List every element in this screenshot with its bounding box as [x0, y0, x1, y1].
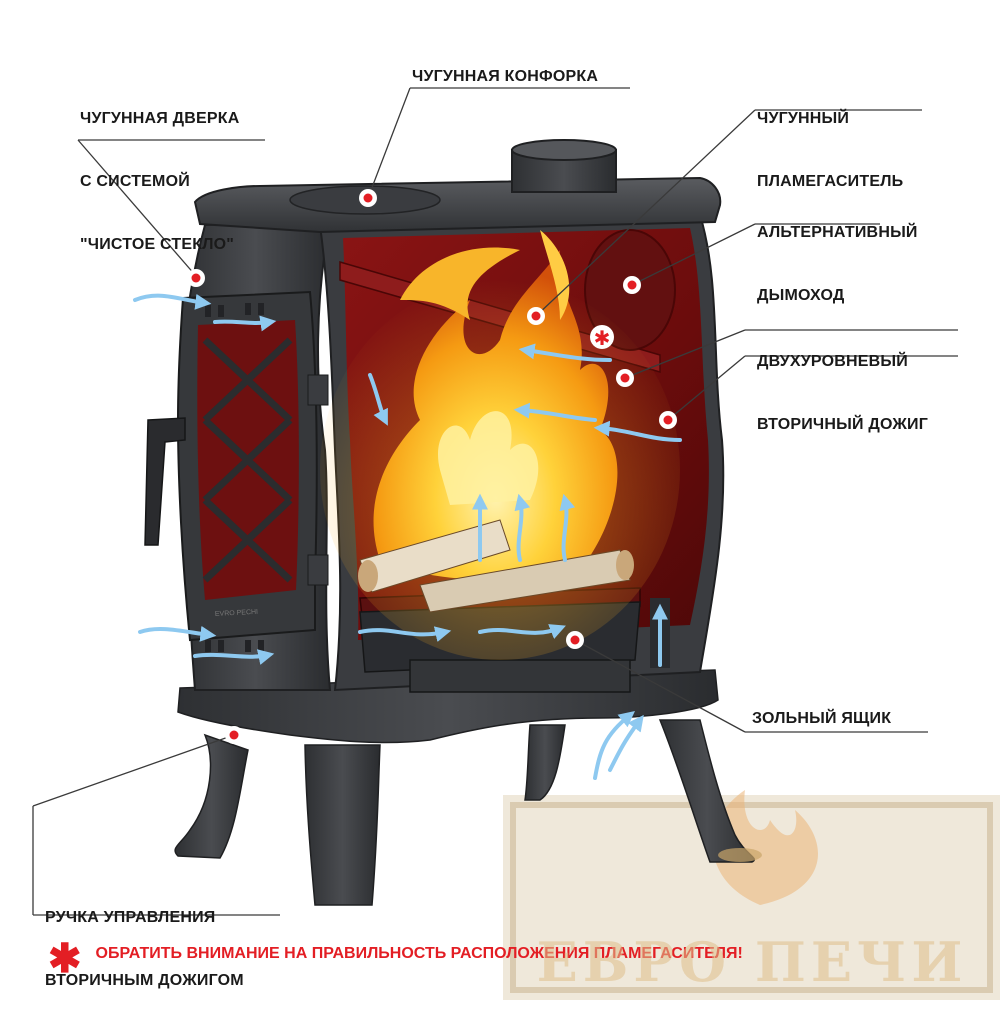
- label-flame-arrestor-line-2: ПЛАМЕГАСИТЕЛЬ: [757, 173, 904, 190]
- label-alt-chimney-line-1: АЛЬТЕРНАТИВНЫЙ: [757, 224, 918, 241]
- label-control-handle: РУЧКА УПРАВЛЕНИЯ ВТОРИЧНЫМ ДОЖИГОМ: [45, 865, 244, 1012]
- attention-note: ✱ ОБРАТИТЬ ВНИМАНИЕ НА ПРАВИЛЬНОСТЬ РАСПО…: [48, 936, 743, 982]
- attention-star-icon: ✱: [48, 937, 82, 981]
- firewood-logs: [358, 519, 634, 613]
- leader-lines: [32, 87, 958, 916]
- label-control-handle-line-2: ВТОРИЧНЫМ ДОЖИГОМ: [45, 972, 244, 989]
- label-door-line-2: С СИСТЕМОЙ: [80, 173, 190, 190]
- label-ash-box: ЗОЛЬНЫЙ ЯЩИК: [752, 710, 892, 727]
- marker-flame-arrestor: [527, 307, 545, 325]
- label-flame-arrestor: ЧУГУННЫЙ ПЛАМЕГАСИТЕЛЬ: [757, 66, 903, 213]
- callout-markers: ✱: [187, 189, 677, 744]
- door-brand-text: EVRO PECHI: [215, 609, 259, 618]
- marker-afterburn-2: [659, 411, 677, 429]
- watermark-text: ЕВРО ПЕЧИ: [536, 930, 968, 994]
- attention-star-marker: ✱: [590, 325, 614, 350]
- svg-text:✱: ✱: [594, 326, 611, 350]
- label-flame-arrestor-line-1: ЧУГУННЫЙ: [757, 110, 850, 127]
- label-alt-chimney: АЛЬТЕРНАТИВНЫЙ ДЫМОХОД: [757, 180, 918, 327]
- marker-afterburn-1: [616, 369, 634, 387]
- watermark-logo: [503, 790, 1000, 1000]
- label-afterburn: ДВУХУРОВНЕВЫЙ ВТОРИЧНЫЙ ДОЖИГ: [757, 309, 928, 456]
- marker-alt-chimney: [623, 276, 641, 294]
- marker-ash-box: [566, 631, 584, 649]
- marker-hotplate: [359, 189, 377, 207]
- label-door: ЧУГУННАЯ ДВЕРКА С СИСТЕМОЙ "ЧИСТОЕ СТЕКЛ…: [80, 66, 239, 276]
- label-door-line-3: "ЧИСТОЕ СТЕКЛО": [80, 236, 235, 253]
- label-afterburn-line-2: ВТОРИЧНЫЙ ДОЖИГ: [757, 416, 929, 433]
- stove-legs: [174, 719, 762, 906]
- label-control-handle-line-1: РУЧКА УПРАВЛЕНИЯ: [45, 909, 216, 926]
- airflow-arrows: [133, 293, 682, 780]
- stove-top: [193, 139, 722, 234]
- label-alt-chimney-line-2: ДЫМОХОД: [757, 287, 845, 304]
- attention-note-text: ОБРАТИТЬ ВНИМАНИЕ НА ПРАВИЛЬНОСТЬ РАСПОЛ…: [95, 945, 743, 962]
- cast-iron-door: [144, 290, 329, 652]
- label-afterburn-line-1: ДВУХУРОВНЕВЫЙ: [757, 353, 908, 370]
- marker-control-handle: [225, 726, 243, 744]
- label-door-line-1: ЧУГУННАЯ ДВЕРКА: [80, 110, 240, 127]
- marker-door: [187, 269, 205, 287]
- label-hotplate: ЧУГУННАЯ КОНФОРКА: [412, 68, 599, 85]
